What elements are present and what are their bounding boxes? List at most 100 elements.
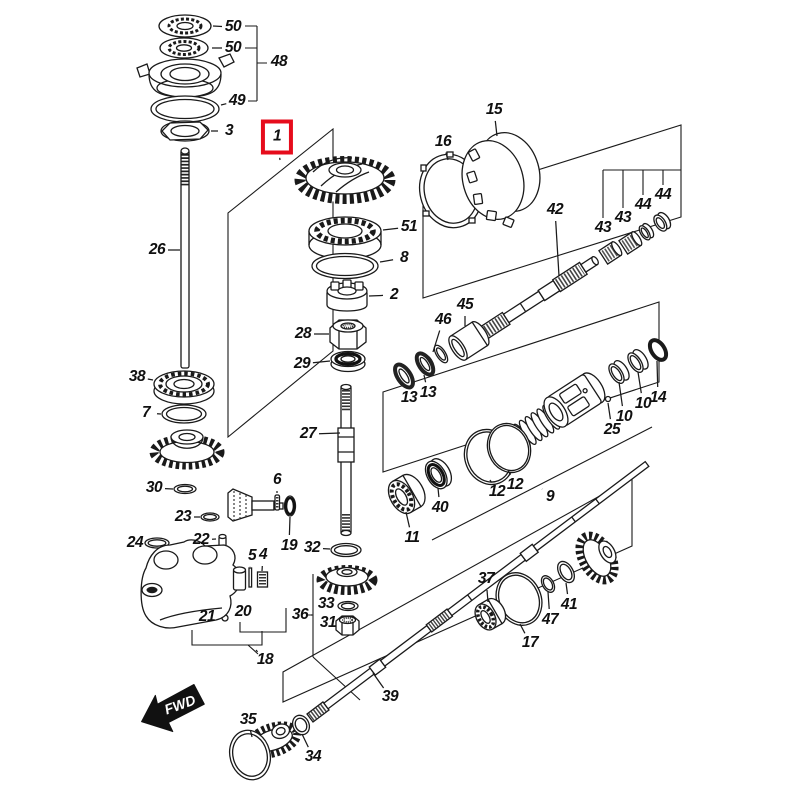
leader-line-47: [547, 591, 550, 610]
part-bearing-38: [153, 370, 215, 405]
callout-15[interactable]: 15: [485, 101, 503, 118]
callout-6[interactable]: 6: [272, 471, 282, 488]
part-ring-12b: [486, 422, 532, 474]
callout-20[interactable]: 20: [234, 603, 252, 620]
callout-18[interactable]: 18: [256, 651, 274, 668]
part-pinion-gear: [149, 429, 225, 470]
callout-40[interactable]: 40: [431, 499, 449, 516]
callout-42[interactable]: 42: [546, 201, 564, 218]
leader-line-18: [255, 649, 259, 653]
leader-line-39: [372, 672, 385, 689]
leader-line-2: [368, 294, 384, 297]
leader-line-49: [220, 103, 227, 106]
callout-26[interactable]: 26: [148, 241, 166, 258]
part-ring-35: [228, 729, 272, 781]
part-seal-13b: [414, 351, 436, 377]
callout-49[interactable]: 49: [228, 92, 246, 109]
callout-46[interactable]: 46: [434, 311, 452, 328]
part-oring-49: [150, 95, 220, 123]
part-propshaft-27: [337, 383, 355, 537]
callout-12[interactable]: 12: [488, 483, 506, 500]
leader-line-35: [249, 730, 253, 738]
callout-45[interactable]: 45: [456, 296, 474, 313]
part-ring-23: [200, 512, 220, 522]
part-forward-gear: [294, 156, 396, 204]
callout-24[interactable]: 24: [126, 534, 144, 551]
callout-21[interactable]: 21: [198, 608, 216, 625]
callout-2[interactable]: 2: [389, 286, 399, 303]
callout-34[interactable]: 34: [304, 748, 322, 765]
callout-39[interactable]: 39: [381, 688, 399, 705]
callout-25[interactable]: 25: [603, 421, 621, 438]
part-snapring-47: [540, 575, 556, 593]
callout-10[interactable]: 10: [615, 408, 633, 425]
callout-5[interactable]: 5: [247, 547, 257, 564]
callout-1[interactable]: 1: [260, 119, 294, 155]
callout-48[interactable]: 48: [270, 53, 288, 70]
part-shaft-39: [306, 460, 650, 723]
callout-38[interactable]: 38: [128, 368, 146, 385]
callout-13[interactable]: 13: [400, 389, 418, 406]
part-oring-14: [647, 338, 669, 362]
leader-line-11: [405, 511, 411, 528]
callout-51[interactable]: 51: [400, 218, 418, 235]
callout-8[interactable]: 8: [399, 249, 409, 266]
part-needle-bearing-43a: [598, 241, 623, 265]
callout-30[interactable]: 30: [145, 479, 163, 496]
callout-16[interactable]: 16: [434, 133, 452, 150]
part-nut-31: [335, 615, 360, 636]
part-oring-32: [330, 542, 362, 558]
leader-line-41: [565, 582, 569, 595]
callout-22[interactable]: 22: [192, 531, 210, 548]
callout-29[interactable]: 29: [293, 355, 311, 372]
part-seal-40: [424, 458, 453, 490]
part-seal-13a: [393, 362, 415, 390]
part-bushing-45: [448, 321, 490, 361]
callout-13-2[interactable]: 13: [419, 384, 437, 401]
part-locknut-3: [160, 120, 210, 142]
leader-line-38: [147, 378, 154, 381]
callout-47[interactable]: 47: [541, 611, 559, 628]
callout-32[interactable]: 32: [303, 539, 321, 556]
callout-9[interactable]: 9: [545, 488, 555, 505]
callout-43-2[interactable]: 43: [614, 209, 632, 226]
callout-44[interactable]: 44: [634, 196, 652, 213]
part-bush-10b: [627, 349, 649, 373]
callout-35[interactable]: 35: [239, 711, 257, 728]
part-propeller-shaft-42: [464, 255, 599, 348]
part-bearing-37: [474, 597, 507, 631]
part-oring-41: [556, 560, 576, 584]
callout-3[interactable]: 3: [224, 122, 234, 139]
callout-19[interactable]: 19: [280, 537, 298, 554]
callout-33[interactable]: 33: [317, 595, 335, 612]
part-castle-nut-2: [326, 279, 368, 312]
callout-12-2[interactable]: 12: [506, 476, 524, 493]
part-bush-29: [330, 350, 366, 373]
callout-50-2[interactable]: 50: [224, 39, 242, 56]
callout-28[interactable]: 28: [294, 325, 312, 342]
callout-23[interactable]: 23: [174, 508, 192, 525]
callout-11[interactable]: 11: [404, 529, 420, 546]
callout-7[interactable]: 7: [141, 404, 151, 421]
leader-line-34: [301, 733, 309, 748]
part-carrier-ring-15: [461, 132, 541, 228]
callout-27[interactable]: 27: [299, 425, 317, 442]
leader-line-8: [379, 259, 394, 263]
part-gear-36: [316, 565, 378, 595]
part-ring-44a: [638, 222, 655, 241]
callout-43[interactable]: 43: [594, 219, 612, 236]
callout-4[interactable]: 4: [258, 546, 268, 563]
callout-37[interactable]: 37: [477, 570, 495, 587]
callout-44-2[interactable]: 44: [654, 186, 672, 203]
part-clamp-housing-21: [140, 539, 241, 629]
callout-10-2[interactable]: 10: [634, 395, 652, 412]
callout-17[interactable]: 17: [521, 634, 539, 651]
callout-36[interactable]: 36: [291, 606, 309, 623]
leader-line-12: [507, 469, 511, 476]
callout-14[interactable]: 14: [649, 389, 667, 406]
callout-41[interactable]: 41: [560, 596, 578, 613]
callout-50[interactable]: 50: [224, 18, 242, 35]
callout-31[interactable]: 31: [319, 614, 337, 631]
leader-line-51: [382, 227, 399, 231]
leader-line-50: [212, 25, 223, 28]
